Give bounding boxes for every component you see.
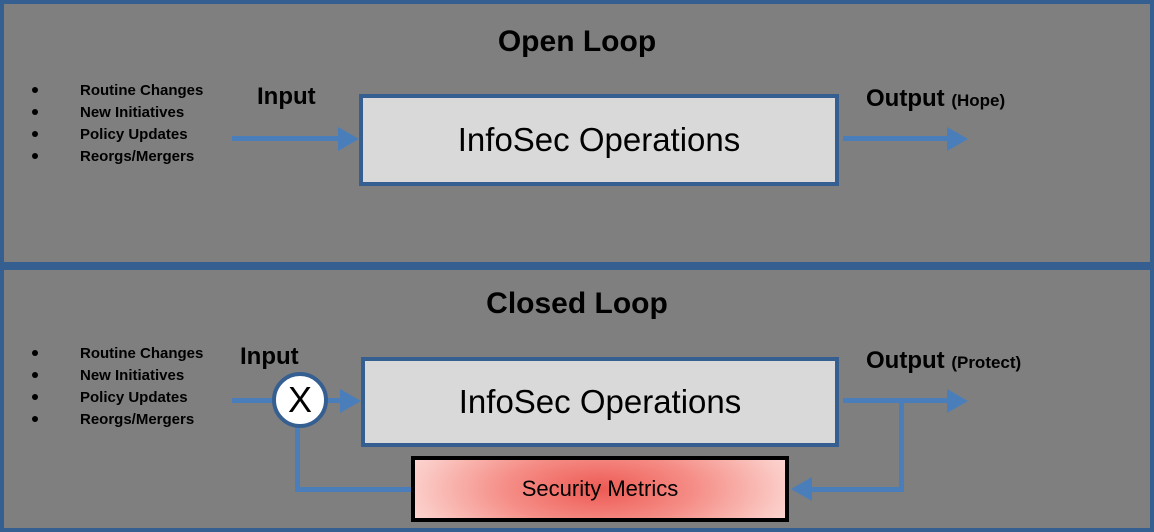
list-item: New Initiatives bbox=[32, 101, 203, 123]
closed-loop-title: Closed Loop bbox=[486, 287, 668, 320]
input-arrowhead-icon bbox=[338, 127, 359, 151]
bullet-icon bbox=[32, 372, 38, 378]
security-metrics-box: Security Metrics bbox=[411, 456, 789, 522]
bullet-icon bbox=[32, 109, 38, 115]
list-item-label: Reorgs/Mergers bbox=[80, 147, 195, 165]
open-loop-panel: Open Loop Routine Changes New Initiative… bbox=[0, 0, 1154, 266]
feedback-arrowhead-icon bbox=[791, 477, 812, 501]
list-item-label: New Initiatives bbox=[80, 103, 185, 121]
list-item-label: Reorgs/Mergers bbox=[80, 410, 195, 428]
infosec-operations-label: InfoSec Operations bbox=[458, 383, 742, 420]
list-item-label: Policy Updates bbox=[80, 388, 188, 406]
open-loop-input-list: Routine Changes New Initiatives Policy U… bbox=[32, 79, 203, 167]
bullet-icon bbox=[32, 153, 38, 159]
input-arrow-line bbox=[232, 398, 276, 403]
list-item: New Initiatives bbox=[32, 364, 203, 386]
infosec-operations-box: InfoSec Operations bbox=[359, 94, 839, 186]
list-item-label: Routine Changes bbox=[80, 344, 204, 362]
summing-junction: X bbox=[272, 372, 328, 428]
output-arrowhead-icon bbox=[947, 389, 968, 413]
list-item-label: Policy Updates bbox=[80, 125, 188, 143]
feedback-right-vertical-line bbox=[899, 398, 904, 492]
output-qualifier: (Hope) bbox=[951, 91, 1006, 110]
infosec-operations-box: InfoSec Operations bbox=[361, 357, 839, 447]
output-arrowhead-icon bbox=[947, 127, 968, 151]
list-item-label: Routine Changes bbox=[80, 81, 204, 99]
output-arrow-line bbox=[843, 136, 949, 141]
feedback-right-horizontal-line bbox=[812, 487, 904, 492]
bullet-icon bbox=[32, 87, 38, 93]
feedback-left-horizontal-line bbox=[295, 487, 411, 492]
list-item: Policy Updates bbox=[32, 386, 203, 408]
output-qualifier: (Protect) bbox=[951, 353, 1022, 372]
bullet-icon bbox=[32, 131, 38, 137]
infosec-operations-label: InfoSec Operations bbox=[457, 121, 741, 158]
input-label: Input bbox=[257, 83, 316, 110]
junction-to-process-line bbox=[328, 398, 344, 403]
input-arrow-line bbox=[232, 136, 342, 141]
list-item: Routine Changes bbox=[32, 79, 203, 101]
open-loop-title: Open Loop bbox=[497, 25, 657, 58]
output-arrow-line bbox=[843, 398, 949, 403]
junction-to-process-arrowhead-icon bbox=[340, 389, 361, 413]
list-item: Policy Updates bbox=[32, 123, 203, 145]
security-metrics-label: Security Metrics bbox=[521, 476, 679, 501]
output-label: Output (Protect) bbox=[866, 347, 1022, 374]
list-item: Reorgs/Mergers bbox=[32, 408, 203, 430]
bullet-icon bbox=[32, 350, 38, 356]
bullet-icon bbox=[32, 394, 38, 400]
list-item: Routine Changes bbox=[32, 342, 203, 364]
closed-loop-panel: Closed Loop Routine Changes New Initiati… bbox=[0, 266, 1154, 532]
output-label: Output (Hope) bbox=[866, 85, 1006, 112]
summing-junction-label: X bbox=[287, 379, 312, 420]
closed-loop-input-list: Routine Changes New Initiatives Policy U… bbox=[32, 342, 203, 430]
feedback-left-vertical-line bbox=[295, 426, 300, 492]
bullet-icon bbox=[32, 416, 38, 422]
list-item: Reorgs/Mergers bbox=[32, 145, 203, 167]
list-item-label: New Initiatives bbox=[80, 366, 185, 384]
input-label: Input bbox=[240, 343, 299, 370]
